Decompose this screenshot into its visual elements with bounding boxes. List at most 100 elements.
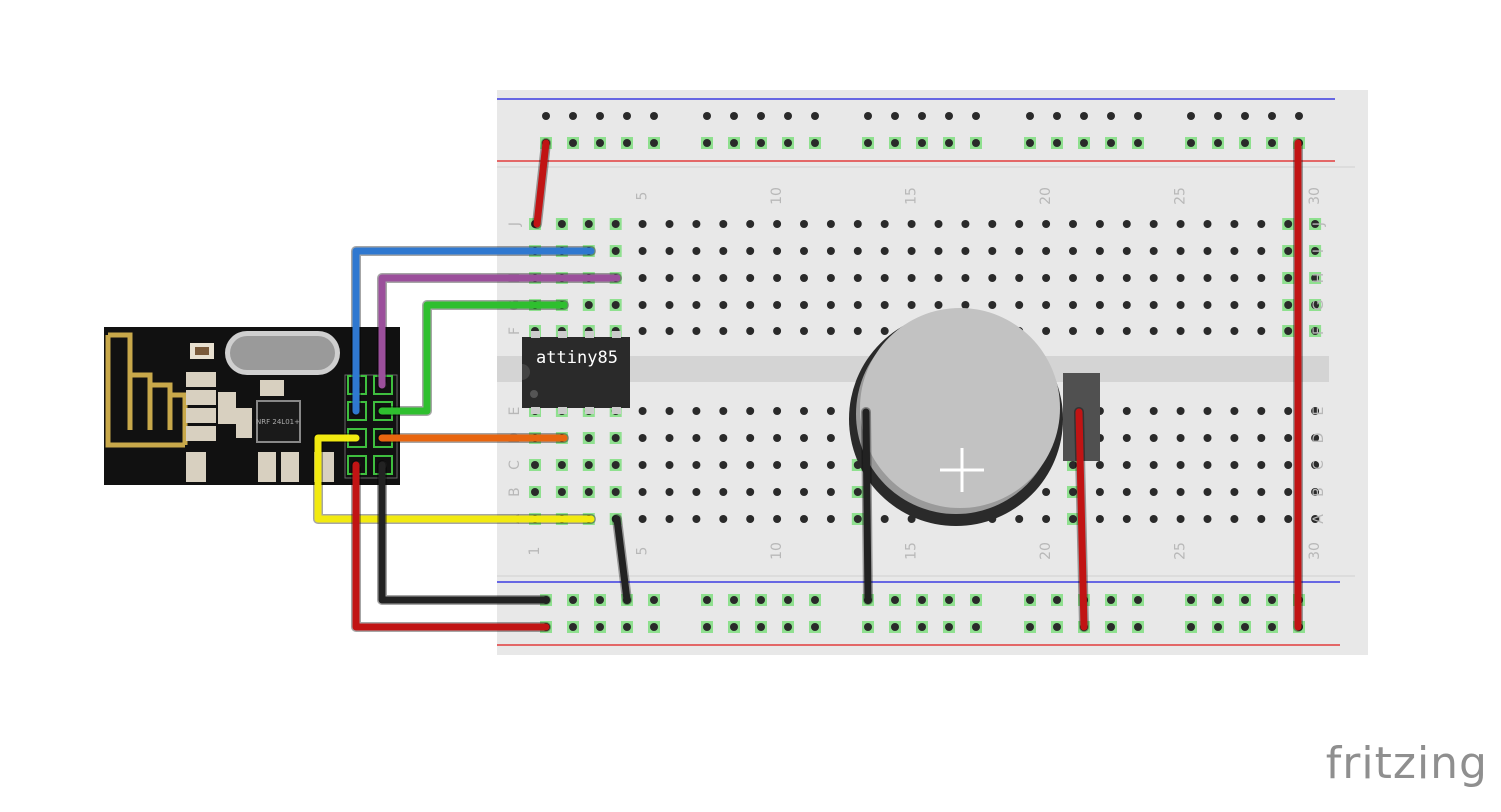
breadboard-hole[interactable] — [934, 301, 943, 309]
breadboard-hole[interactable] — [719, 461, 728, 469]
breadboard-hole[interactable] — [826, 434, 835, 442]
breadboard-hole[interactable] — [826, 247, 835, 255]
breadboard-hole[interactable] — [665, 434, 674, 442]
breadboard-hole[interactable] — [692, 407, 701, 415]
breadboard-hole[interactable] — [638, 461, 647, 469]
breadboard-hole[interactable] — [773, 220, 782, 228]
breadboard-hole[interactable] — [1069, 515, 1077, 523]
rail-hole[interactable] — [623, 139, 631, 147]
breadboard-hole[interactable] — [638, 247, 647, 255]
breadboard-hole[interactable] — [719, 301, 728, 309]
breadboard-hole[interactable] — [746, 461, 755, 469]
breadboard-hole[interactable] — [1149, 274, 1158, 282]
breadboard-hole[interactable] — [692, 247, 701, 255]
rail-hole[interactable] — [1107, 623, 1115, 631]
breadboard-hole[interactable] — [584, 461, 593, 469]
rail-hole[interactable] — [1053, 112, 1061, 120]
breadboard-hole[interactable] — [800, 407, 808, 415]
rail-hole[interactable] — [757, 623, 765, 631]
breadboard-hole[interactable] — [800, 461, 808, 469]
rail-hole[interactable] — [730, 139, 738, 147]
breadboard-hole[interactable] — [1015, 220, 1024, 228]
rail-hole[interactable] — [864, 139, 872, 147]
breadboard-hole[interactable] — [1122, 274, 1131, 282]
breadboard-hole[interactable] — [1122, 301, 1131, 309]
purple-wire[interactable] — [378, 274, 621, 389]
breadboard-hole[interactable] — [1257, 220, 1266, 228]
breadboard-hole[interactable] — [1311, 220, 1320, 228]
rail-hole[interactable] — [972, 596, 980, 604]
breadboard-hole[interactable] — [1095, 274, 1104, 282]
breadboard-hole[interactable] — [1149, 220, 1158, 228]
rail-hole[interactable] — [1268, 623, 1276, 631]
breadboard-hole[interactable] — [692, 274, 701, 282]
breadboard-hole[interactable] — [773, 461, 782, 469]
rail-hole[interactable] — [1187, 623, 1195, 631]
breadboard-hole[interactable] — [1069, 220, 1077, 228]
breadboard-hole[interactable] — [1230, 461, 1239, 469]
breadboard-hole[interactable] — [719, 434, 728, 442]
green-wire[interactable] — [378, 301, 568, 415]
breadboard-hole[interactable] — [531, 488, 539, 496]
breadboard-hole[interactable] — [1284, 461, 1293, 469]
black-wire-battery[interactable] — [862, 408, 872, 604]
rail-hole[interactable] — [569, 596, 577, 604]
breadboard-hole[interactable] — [1230, 488, 1239, 496]
breadboard-hole[interactable] — [1284, 407, 1293, 415]
breadboard-hole[interactable] — [907, 220, 916, 228]
breadboard-hole[interactable] — [773, 488, 782, 496]
breadboard-hole[interactable] — [826, 274, 835, 282]
breadboard-hole[interactable] — [1122, 247, 1131, 255]
rail-hole[interactable] — [811, 596, 819, 604]
breadboard-hole[interactable] — [800, 515, 808, 523]
breadboard-hole[interactable] — [1203, 434, 1212, 442]
rail-hole[interactable] — [757, 112, 765, 120]
breadboard-hole[interactable] — [1095, 461, 1104, 469]
breadboard-hole[interactable] — [1176, 247, 1185, 255]
breadboard-hole[interactable] — [665, 220, 674, 228]
breadboard-hole[interactable] — [1230, 515, 1239, 523]
breadboard-hole[interactable] — [746, 274, 755, 282]
breadboard-hole[interactable] — [1176, 301, 1185, 309]
rail-hole[interactable] — [945, 596, 953, 604]
breadboard-hole[interactable] — [880, 301, 889, 309]
breadboard-hole[interactable] — [692, 220, 701, 228]
breadboard-hole[interactable] — [800, 488, 808, 496]
rail-hole[interactable] — [703, 596, 711, 604]
breadboard-hole[interactable] — [746, 407, 755, 415]
rail-hole[interactable] — [1187, 112, 1195, 120]
breadboard-hole[interactable] — [934, 247, 943, 255]
breadboard-hole[interactable] — [1311, 407, 1320, 415]
breadboard-hole[interactable] — [826, 407, 835, 415]
breadboard-hole[interactable] — [611, 301, 620, 309]
breadboard-hole[interactable] — [1284, 327, 1293, 335]
breadboard-hole[interactable] — [1203, 327, 1212, 335]
breadboard-hole[interactable] — [826, 515, 835, 523]
breadboard-hole[interactable] — [746, 327, 755, 335]
breadboard-hole[interactable] — [531, 461, 539, 469]
breadboard-hole[interactable] — [746, 301, 755, 309]
breadboard-hole[interactable] — [692, 301, 701, 309]
breadboard-hole[interactable] — [692, 327, 701, 335]
breadboard-hole[interactable] — [719, 327, 728, 335]
rail-hole[interactable] — [1026, 623, 1034, 631]
breadboard-hole[interactable] — [638, 327, 647, 335]
rail-hole[interactable] — [1026, 139, 1034, 147]
breadboard-hole[interactable] — [1203, 274, 1212, 282]
rail-hole[interactable] — [918, 112, 926, 120]
breadboard-hole[interactable] — [1069, 461, 1077, 469]
breadboard-hole[interactable] — [665, 301, 674, 309]
rail-hole[interactable] — [1053, 623, 1061, 631]
rail-hole[interactable] — [1214, 623, 1222, 631]
breadboard-hole[interactable] — [1069, 488, 1077, 496]
breadboard-hole[interactable] — [853, 515, 862, 523]
breadboard-hole[interactable] — [773, 327, 782, 335]
breadboard-hole[interactable] — [1230, 220, 1239, 228]
breadboard-hole[interactable] — [1149, 488, 1158, 496]
breadboard-hole[interactable] — [773, 274, 782, 282]
breadboard-hole[interactable] — [1069, 327, 1077, 335]
breadboard-hole[interactable] — [1042, 515, 1051, 523]
black-wire-rf-ground[interactable] — [378, 461, 550, 604]
rail-hole[interactable] — [891, 112, 899, 120]
breadboard-hole[interactable] — [1122, 515, 1131, 523]
